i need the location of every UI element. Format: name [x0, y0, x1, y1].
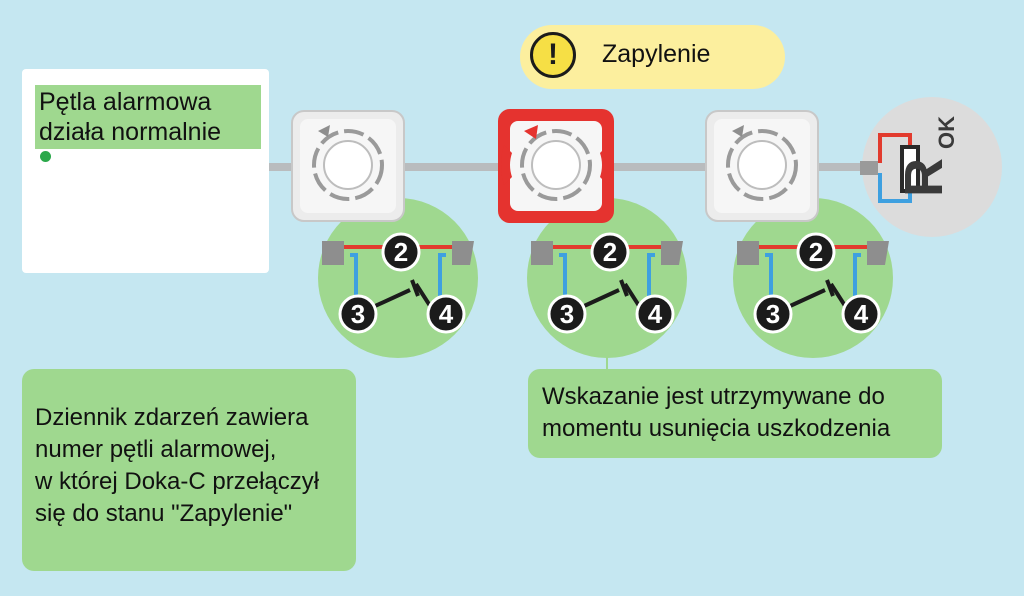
- terminal-block-right: [867, 241, 889, 265]
- led-indicator-icon: [318, 125, 330, 137]
- terminal-left-label: 3: [753, 294, 793, 334]
- terminal-right-label: 4: [426, 294, 466, 334]
- terminal-left-label: 3: [338, 294, 378, 334]
- wiring-scheme-2: 2 3 4: [531, 232, 683, 334]
- detector-1: [291, 110, 405, 222]
- end-resistor: R OK: [860, 97, 1002, 237]
- terminal-number: 2: [603, 237, 617, 267]
- led-indicator-icon: [524, 125, 538, 139]
- event-log-note: Dziennik zdarzeń zawiera numer pętli ala…: [22, 369, 356, 571]
- status-line-2: działa normalnie: [39, 118, 222, 146]
- terminal-block-left: [737, 241, 759, 265]
- terminal-number: 3: [560, 299, 574, 329]
- terminal-number: 4: [439, 299, 454, 329]
- detector-3: [705, 110, 819, 222]
- switch-lever: [410, 279, 420, 297]
- terminal-top-label: 2: [590, 232, 630, 272]
- terminal-right-label: 4: [841, 294, 881, 334]
- wiring-scheme-1: 2 3 4: [322, 232, 474, 334]
- loop-status-panel: Pętla alarmowa działa normalnie: [22, 69, 269, 273]
- wire-blue-right: [853, 253, 861, 300]
- terminal-top-label: 2: [796, 232, 836, 272]
- terminal-block-right: [452, 241, 474, 265]
- event-log-text: Dziennik zdarzeń zawiera numer pętli ala…: [35, 404, 320, 527]
- wire-blue-right: [438, 253, 446, 300]
- wire-blue-right: [647, 253, 655, 300]
- resistor-letter: R: [894, 158, 954, 197]
- dust-warning-badge: ! Zapylenie: [520, 25, 785, 89]
- indication-hold-note: Wskazanie jest utrzymywane do momentu us…: [528, 369, 942, 458]
- terminal-number: 2: [809, 237, 823, 267]
- detector-2-alarm: [498, 109, 614, 223]
- terminal-number: 4: [854, 299, 869, 329]
- terminal-block-right: [661, 241, 683, 265]
- led-indicator-icon: [732, 125, 744, 137]
- loop-status-text: Pętla alarmowa działa normalnie: [35, 85, 261, 149]
- terminal-number: 4: [648, 299, 663, 329]
- wiring-scheme-3: 2 3 4: [737, 232, 889, 334]
- terminal-block-left: [531, 241, 553, 265]
- status-line-1: Pętla alarmowa: [39, 88, 212, 116]
- terminal-top-label: 2: [381, 232, 421, 272]
- resistor-subscript: OK: [934, 116, 959, 149]
- warning-label: Zapylenie: [602, 40, 711, 68]
- terminal-number: 3: [766, 299, 780, 329]
- status-indicator-dot: [40, 151, 51, 162]
- terminal-number: 2: [394, 237, 408, 267]
- terminal-block-left: [322, 241, 344, 265]
- resistor-symbol-icon: [900, 145, 920, 193]
- switch-lever: [825, 279, 835, 297]
- exclamation-icon: !: [530, 32, 576, 78]
- terminal-number: 3: [351, 299, 365, 329]
- switch-lever: [619, 279, 629, 297]
- terminal-left-label: 3: [547, 294, 587, 334]
- terminal-right-label: 4: [635, 294, 675, 334]
- indication-hold-text: Wskazanie jest utrzymywane do momentu us…: [542, 383, 891, 442]
